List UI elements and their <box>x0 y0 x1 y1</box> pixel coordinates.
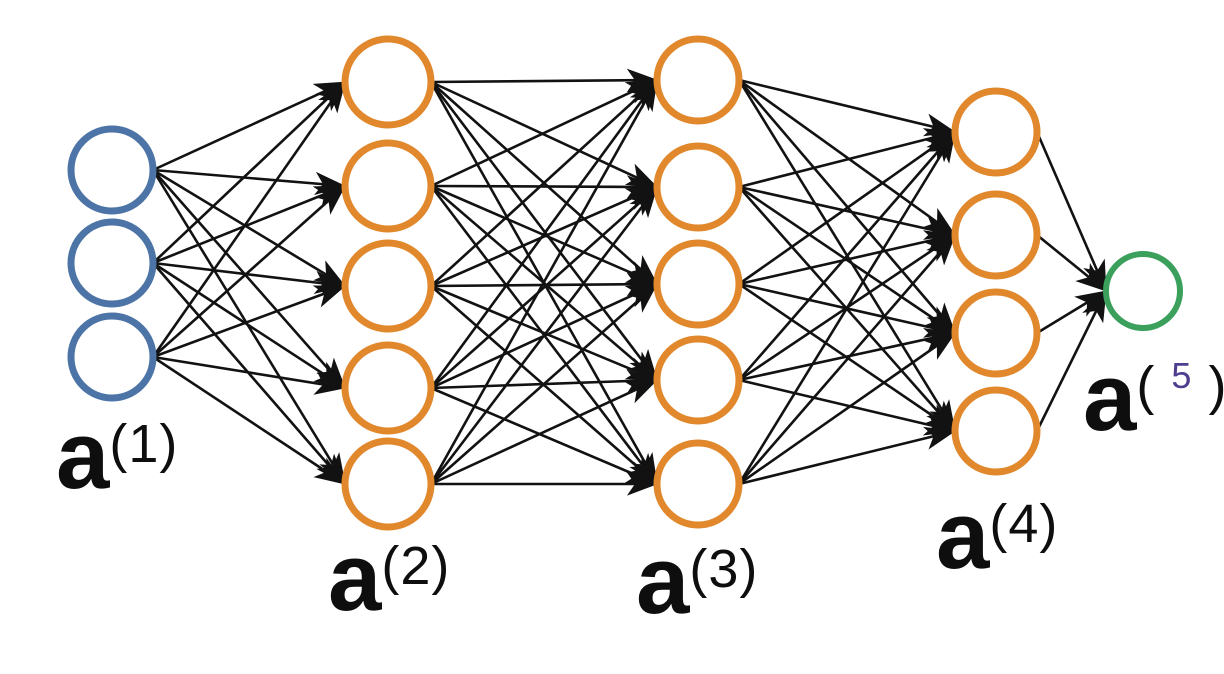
a3-node-5 <box>653 439 743 529</box>
a3-node-4 <box>653 335 743 425</box>
edge-a2-n1-to-a3-n2 <box>430 80 658 189</box>
layer-label-sup-part: 4 <box>1008 494 1040 554</box>
edges <box>151 68 1108 496</box>
layer-label-superscript: (2) <box>381 536 450 596</box>
edge-a2-n5-to-a3-n4 <box>430 378 658 486</box>
layer-label-sup-part: ( <box>381 536 401 596</box>
layer-label-sup-part <box>1192 356 1208 416</box>
edge-a2-n3-to-a3-n2 <box>430 185 658 288</box>
a3-node-1 <box>653 35 743 125</box>
a3-node-3 <box>653 239 743 329</box>
edge-a2-n5-to-a3-n1 <box>429 79 659 485</box>
edge-a3-n4-to-a4-n1 <box>738 131 956 381</box>
layer-label-sup-part: 2 <box>400 536 432 596</box>
layer-label-a2: a(2) <box>328 530 450 626</box>
edge-a2-n1-to-a3-n4 <box>429 81 659 381</box>
edge-a2-n2-to-a3-n1 <box>430 78 658 188</box>
edge-a3-n3-to-a4-n1 <box>738 130 956 286</box>
layer-label-sup-part: ( <box>109 414 129 474</box>
layer-label-sup-part: 5 <box>1171 355 1193 396</box>
edge-a2-n3-to-a3-n4 <box>430 284 658 382</box>
a2-node-1 <box>341 35 435 129</box>
layer-label-sup-part: 1 <box>128 414 160 474</box>
layer-label-superscript: (1) <box>109 414 178 474</box>
layer-label-superscript: (4) <box>989 494 1058 554</box>
layer-label-a1: a(1) <box>56 408 178 504</box>
a2-node-2 <box>341 139 435 233</box>
edge-a3-n1-to-a4-n1 <box>738 78 957 137</box>
edge-a1-n3-to-a2-n3 <box>152 284 346 359</box>
edge-a2-n2-to-a3-n2 <box>430 175 659 199</box>
layer-label-sup-part <box>1155 356 1171 416</box>
edge-a1-n2-to-a2-n2 <box>152 184 346 265</box>
layer-label-a5: a( 5 ) <box>1083 350 1224 446</box>
layer-label-sup-part: ) <box>431 536 451 596</box>
layer-label-sup-part: ) <box>1039 494 1059 554</box>
a4-node-2 <box>951 190 1041 280</box>
layer-label-a3: a(3) <box>636 533 758 629</box>
edge-a3-n5-to-a4-n4 <box>738 426 957 486</box>
edge-a2-n4-to-a3-n2 <box>430 186 658 389</box>
edge-a3-n5-to-a4-n3 <box>738 331 956 486</box>
a1-node-3 <box>67 312 157 402</box>
edge-a3-n3-to-a4-n2 <box>738 230 957 286</box>
a4-node-3 <box>951 288 1041 378</box>
layer-label-sup-part: ) <box>159 414 179 474</box>
nodes <box>67 35 1183 531</box>
a3-node-2 <box>653 142 743 232</box>
a2-node-5 <box>341 437 435 531</box>
edge-a2-n5-to-a3-n3 <box>430 283 658 485</box>
edge-a4-n1-to-a5-n1 <box>1035 131 1108 292</box>
edge-a3-n1-to-a4-n2 <box>738 78 956 237</box>
edge-a3-n5-to-a4-n1 <box>737 131 957 485</box>
edge-a2-n4-to-a3-n5 <box>430 386 658 486</box>
edge-a1-n1-to-a2-n1 <box>152 80 346 172</box>
layer-label-superscript: (3) <box>689 539 758 599</box>
layer-label-sup-part: 3 <box>708 539 740 599</box>
a1-node-1 <box>67 125 157 215</box>
edge-a3-n2-to-a4-n2 <box>738 185 957 240</box>
edge-a4-n2-to-a5-n1 <box>1036 233 1107 293</box>
a4-node-1 <box>951 87 1041 177</box>
edge-a2-n5-to-a3-n2 <box>429 186 659 485</box>
layer-label-base: a <box>936 482 990 589</box>
edge-a1-n3-to-a2-n1 <box>151 81 347 358</box>
edge-a3-n4-to-a4-n4 <box>738 378 957 436</box>
edge-a1-n1-to-a2-n3 <box>152 168 346 288</box>
edge-a1-n1-to-a2-n2 <box>152 168 347 196</box>
layer-label-base: a <box>1083 344 1137 451</box>
edge-a1-n2-to-a2-n4 <box>152 261 346 390</box>
a2-node-4 <box>341 341 435 435</box>
a5-node-1 <box>1103 251 1183 331</box>
layer-label-a4: a(4) <box>936 488 1058 584</box>
edge-a2-n3-to-a3-n1 <box>430 79 658 287</box>
edge-a1-n1-to-a2-n4 <box>152 169 346 389</box>
a2-node-3 <box>341 239 435 333</box>
layer-label-base: a <box>328 524 382 631</box>
edge-a2-n1-to-a3-n1 <box>430 68 659 92</box>
edge-a3-n2-to-a4-n1 <box>738 128 957 189</box>
a1-node-2 <box>67 218 157 308</box>
layer-label-sup-part: ) <box>739 539 759 599</box>
layer-label-sup-part: ) <box>1208 356 1224 416</box>
edge-a2-n4-to-a3-n1 <box>429 79 659 389</box>
layer-label-superscript: ( 5 ) <box>1136 356 1224 416</box>
edge-a1-n3-to-a2-n2 <box>152 185 346 358</box>
edge-a1-n2-to-a2-n1 <box>152 81 346 264</box>
edge-a1-n3-to-a2-n5 <box>152 355 346 486</box>
a4-node-4 <box>951 386 1041 476</box>
layer-label-sup-part: ( <box>989 494 1009 554</box>
edge-a2-n3-to-a3-n3 <box>430 272 659 296</box>
edge-a4-n4-to-a5-n1 <box>1035 290 1108 432</box>
edge-a1-n2-to-a2-n3 <box>152 261 347 295</box>
edge-a3-n4-to-a4-n3 <box>738 327 957 382</box>
edge-a3-n5-to-a4-n2 <box>738 234 956 485</box>
edge-a1-n3-to-a2-n4 <box>152 355 347 395</box>
layer-label-sup-part: ( <box>689 539 709 599</box>
layer-label-base: a <box>636 527 690 634</box>
layer-label-base: a <box>56 402 110 509</box>
layer-label-sup-part: ( <box>1136 356 1156 416</box>
